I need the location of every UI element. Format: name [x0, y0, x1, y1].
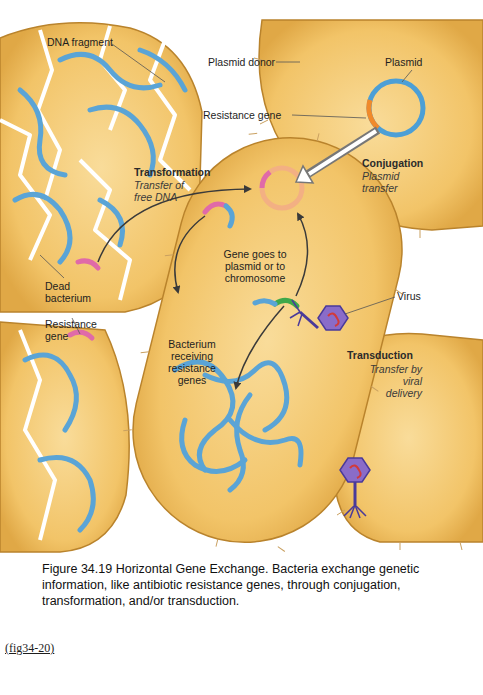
resistance-gene-segment	[78, 261, 98, 268]
cell-hair	[123, 428, 131, 433]
cell-cracks	[0, 26, 190, 300]
incoming-dna	[226, 206, 232, 226]
cell-body	[100, 104, 436, 575]
cell-hair	[216, 539, 218, 547]
cell-hair	[277, 547, 285, 552]
gene-arrow	[296, 214, 308, 296]
virus	[290, 300, 348, 330]
part-label: Virus	[397, 290, 421, 302]
part-label: Plasmid donor	[208, 56, 275, 68]
part-label: Dead bacterium	[45, 280, 101, 304]
figure-reference: (fig34-20)	[5, 642, 54, 654]
recipient-plasmid	[262, 168, 302, 208]
part-label: Resistance gene	[45, 318, 103, 342]
cell-label: Bacterium receiving resistance genes	[159, 338, 225, 386]
process-name: Conjugation	[362, 157, 423, 169]
process-note: Transfer of free DNA	[134, 179, 200, 203]
figure-caption: Figure 34.19 Horizontal Gene Exchange. B…	[42, 561, 462, 609]
part-label: Resistance gene	[203, 109, 281, 121]
process-note: Transfer by viral delivery	[364, 363, 422, 399]
leader-lines	[40, 44, 412, 334]
process-name: Transduction	[347, 349, 413, 361]
cell-hair	[371, 387, 379, 392]
virus	[340, 458, 370, 518]
plasmid-resistance-gene	[369, 100, 378, 128]
plasmid-gene	[262, 172, 270, 188]
cell-hair	[141, 350, 149, 355]
resistance-gene-green	[275, 300, 297, 306]
dead-bacterium-piece	[0, 322, 129, 552]
process-note: Plasmid transfer	[362, 170, 414, 194]
pathway-note: Gene goes to plasmid or to chromosome	[207, 248, 303, 284]
process-name: Transformation	[134, 166, 210, 178]
transformation-arrow	[175, 216, 205, 292]
donor-plasmid	[369, 81, 423, 135]
cell-hair	[349, 474, 357, 479]
dna-strand	[255, 301, 275, 304]
cell-hair	[249, 131, 257, 136]
gene-arrow	[236, 306, 284, 388]
part-label: Plasmid	[385, 56, 422, 68]
cell-hair	[165, 253, 173, 258]
resistance-gene-segment	[70, 332, 92, 338]
cell-membrane	[109, 114, 426, 566]
incoming-gene	[205, 204, 226, 212]
cell-hair	[317, 133, 319, 141]
part-label: DNA fragment	[47, 36, 113, 48]
chromosome-strand	[230, 395, 250, 490]
conjugation-arrowhead	[296, 166, 313, 183]
